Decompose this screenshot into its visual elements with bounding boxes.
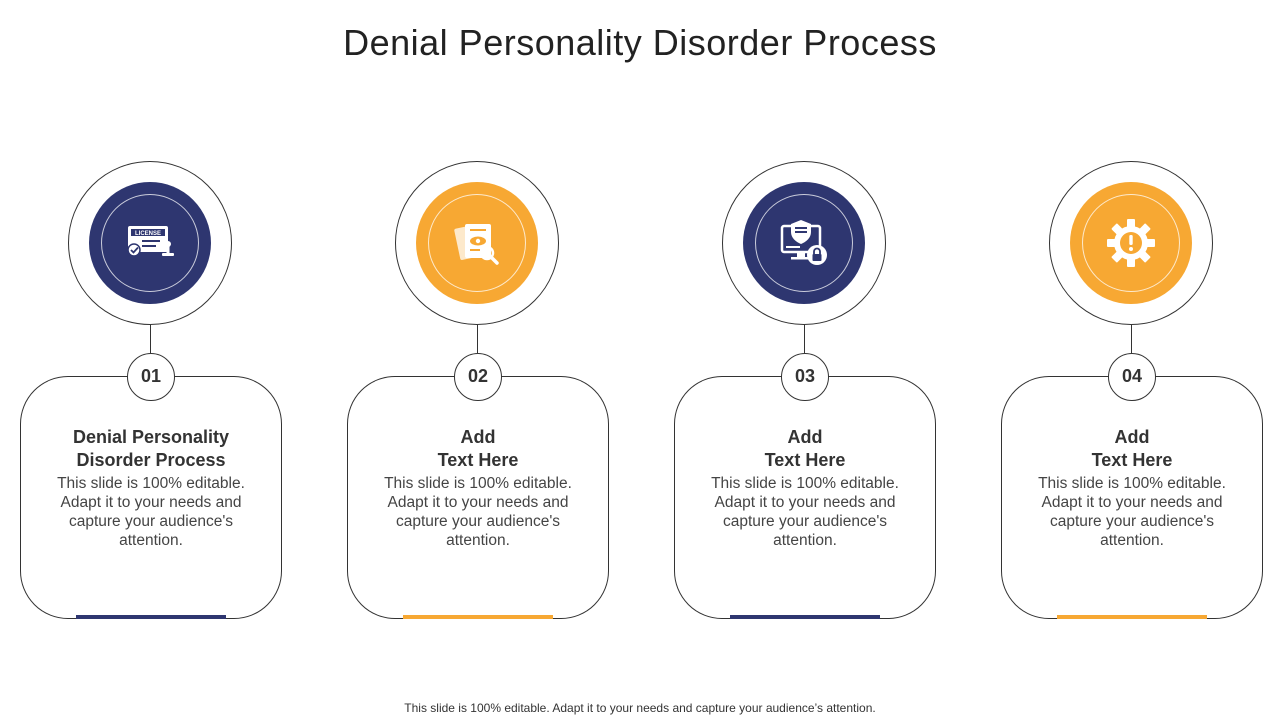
step-icon-disc: LICENSE (89, 182, 211, 304)
step-icon-disc (743, 182, 865, 304)
step-number: 01 (127, 353, 175, 401)
accent-bar (403, 615, 553, 619)
accent-bar (730, 615, 880, 619)
step-heading: Denial Personality Disorder Process (72, 427, 230, 470)
connector-line (1131, 325, 1133, 353)
step-description: This slide is 100% editable. Adapt it to… (711, 475, 899, 549)
document-inspection-icon (454, 224, 499, 265)
step-number: 02 (454, 353, 502, 401)
connector-line (804, 325, 806, 353)
step-icon-ring (722, 161, 886, 325)
step-1: LICENSE 01 Denial Personality Disorder P… (20, 0, 282, 720)
step-icon-ring: LICENSE (68, 161, 232, 325)
accent-bar (1057, 615, 1207, 619)
step-number: 03 (781, 353, 829, 401)
page-title: Denial Personality Disorder Process (343, 22, 937, 63)
step-heading: Add Text Here (437, 427, 519, 470)
step-heading: Add Text Here (764, 427, 846, 470)
footer-note: This slide is 100% editable. Adapt it to… (404, 701, 876, 715)
step-3: 03 Add Text Here This slide is 100% edit… (674, 0, 936, 720)
step-card (347, 376, 609, 619)
step-icon-disc (1070, 182, 1192, 304)
step-icon-ring (1049, 161, 1213, 325)
accent-bar (76, 615, 226, 619)
connector-line (150, 325, 152, 353)
svg-text:LICENSE: LICENSE (135, 231, 161, 237)
step-description: This slide is 100% editable. Adapt it to… (1038, 475, 1226, 549)
step-4: 04 Add Text Here This slide is 100% edit… (1001, 0, 1263, 720)
step-icon-disc (416, 182, 538, 304)
step-description: This slide is 100% editable. Adapt it to… (57, 475, 245, 549)
step-number: 04 (1108, 353, 1156, 401)
connector-line (477, 325, 479, 353)
license-certificate-icon: LICENSE (127, 226, 174, 257)
step-description: This slide is 100% editable. Adapt it to… (384, 475, 572, 549)
gear-warning-icon (1107, 219, 1155, 267)
step-2: 02 Add Text Here This slide is 100% edit… (347, 0, 609, 720)
secure-computer-icon (780, 220, 827, 265)
step-card (1001, 376, 1263, 619)
step-heading: Add Text Here (1091, 427, 1173, 470)
step-card (20, 376, 282, 619)
step-icon-ring (395, 161, 559, 325)
